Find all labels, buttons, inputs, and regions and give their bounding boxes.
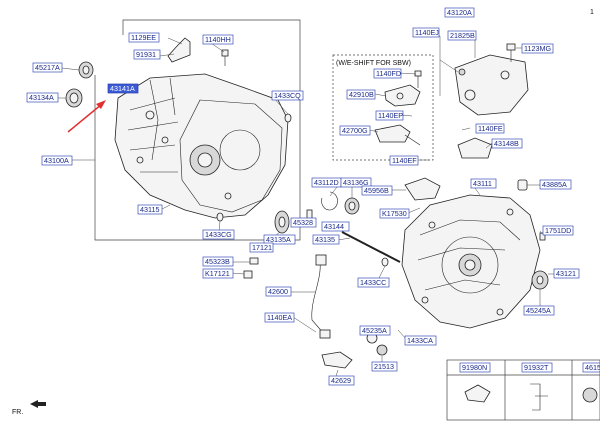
bracket-43148b bbox=[457, 137, 493, 159]
label-43134a: 43134A bbox=[29, 93, 54, 102]
sensor-45956b bbox=[404, 177, 441, 201]
label-43100a: 43100A bbox=[44, 156, 69, 165]
bracket-91931 bbox=[167, 37, 191, 63]
bolt-1140fd bbox=[414, 70, 422, 88]
label-43121: 43121 bbox=[556, 269, 576, 278]
plug-1433cg bbox=[216, 212, 224, 222]
label-45323b: 45323B bbox=[205, 257, 230, 266]
red-arrow bbox=[67, 103, 103, 133]
label-42600: 42600 bbox=[268, 287, 288, 296]
callout-labels: 1129EE 1140HH 91931 45217A 43134A 43141A… bbox=[26, 7, 600, 386]
ring-4615-icon bbox=[582, 387, 598, 403]
highlight-box bbox=[107, 83, 139, 94]
sensor-42700g bbox=[374, 124, 421, 146]
plug-k17121 bbox=[243, 270, 253, 279]
label-1140fd: 1140FD bbox=[376, 69, 401, 78]
w-e-shift-frame bbox=[332, 54, 434, 161]
label-1140ea: 1140EA bbox=[267, 313, 292, 322]
seal-43134a bbox=[65, 88, 83, 108]
label-1140fe: 1140FE bbox=[478, 124, 503, 133]
label-45245a: 45245A bbox=[526, 306, 551, 315]
label-1751dd: 1751DD bbox=[545, 226, 571, 235]
label-45235a: 45235A bbox=[362, 326, 387, 335]
highlight-label: 43141A bbox=[110, 84, 135, 93]
label-45328: 45328 bbox=[293, 218, 313, 227]
gear-43135a bbox=[274, 210, 290, 234]
label-43112d: 43112D bbox=[314, 178, 339, 187]
label-1140ef: 1140EF bbox=[392, 156, 417, 165]
seal-45217a bbox=[78, 61, 94, 79]
label-1140ej: 1140EJ bbox=[415, 28, 439, 37]
parts-table bbox=[446, 359, 600, 421]
label-43135: 43135 bbox=[315, 235, 335, 244]
cap-43885a bbox=[517, 179, 528, 191]
label-43111: 43111 bbox=[473, 179, 492, 188]
label-43136g: 43136G bbox=[343, 178, 369, 187]
transmission-case-left bbox=[114, 73, 289, 219]
plug-1433cc bbox=[381, 257, 389, 267]
label-k17121: K17121 bbox=[205, 269, 230, 278]
red-arrowhead bbox=[96, 100, 106, 109]
transmission-case-right bbox=[401, 194, 541, 329]
label-43120a: 43120A bbox=[447, 8, 472, 17]
label-k17530: K17530 bbox=[382, 209, 407, 218]
snap-ring-43112d bbox=[321, 191, 338, 211]
label-1433cc: 1433CC bbox=[360, 278, 386, 287]
label-43885a: 43885A bbox=[542, 180, 567, 189]
label-1123mg: 1123MG bbox=[524, 44, 551, 53]
label-43115: 43115 bbox=[140, 205, 159, 214]
label-42700g: 42700G bbox=[342, 126, 368, 135]
label-1129ee: 1129EE bbox=[131, 33, 156, 42]
magnet-45323b bbox=[249, 257, 259, 265]
label-91931: 91931 bbox=[136, 50, 156, 59]
table-header-91932t: 91932T bbox=[524, 363, 549, 372]
label-21825b: 21825B bbox=[450, 31, 475, 40]
bolt-1140hh bbox=[221, 49, 229, 66]
label-1140hh: 1140HH bbox=[205, 35, 231, 44]
table-header-4615: 4615 bbox=[585, 363, 600, 372]
sensor-cable-42600 bbox=[311, 254, 331, 339]
left-group-frame bbox=[94, 19, 301, 241]
shaft-43135 bbox=[341, 231, 401, 263]
ring-43136g bbox=[344, 197, 360, 215]
label-1433cg: 1433CG bbox=[205, 230, 232, 239]
table-header-91980n: 91980N bbox=[462, 363, 487, 372]
pin-1751dd bbox=[539, 232, 546, 241]
plug-1433cq bbox=[284, 113, 292, 123]
label-45956b: 45956B bbox=[364, 186, 389, 195]
washer-21513 bbox=[376, 344, 388, 356]
bolt-1123mg bbox=[506, 43, 516, 62]
forward-arrow-icon bbox=[30, 400, 46, 408]
label-42629: 42629 bbox=[331, 376, 351, 385]
label-17121: 17121 bbox=[252, 243, 272, 252]
mount-bracket-43120a bbox=[454, 54, 529, 116]
page-number: 1 bbox=[590, 9, 594, 16]
clip-91932t-icon bbox=[530, 383, 548, 411]
label-1433ca: 1433CA bbox=[407, 336, 433, 345]
direction-label: FR. bbox=[12, 409, 23, 416]
label-43135a: 43135A bbox=[266, 235, 291, 244]
label-45217a: 45217A bbox=[35, 63, 60, 72]
label-43148b: 43148B bbox=[494, 139, 519, 148]
shift-note: (W/E-SHIFT FOR SBW) bbox=[336, 60, 411, 67]
label-1140ep: 1140EP bbox=[378, 111, 403, 120]
label-42910b: 42910B bbox=[349, 90, 374, 99]
bracket-42629 bbox=[321, 351, 353, 369]
seal-45245a bbox=[531, 270, 549, 290]
label-21513: 21513 bbox=[374, 362, 394, 371]
clip-91980n-icon bbox=[464, 384, 491, 403]
shift-lever-42910b bbox=[384, 84, 421, 107]
label-43144: 43144 bbox=[324, 222, 344, 231]
label-1433cq: 1433CQ bbox=[274, 91, 301, 100]
